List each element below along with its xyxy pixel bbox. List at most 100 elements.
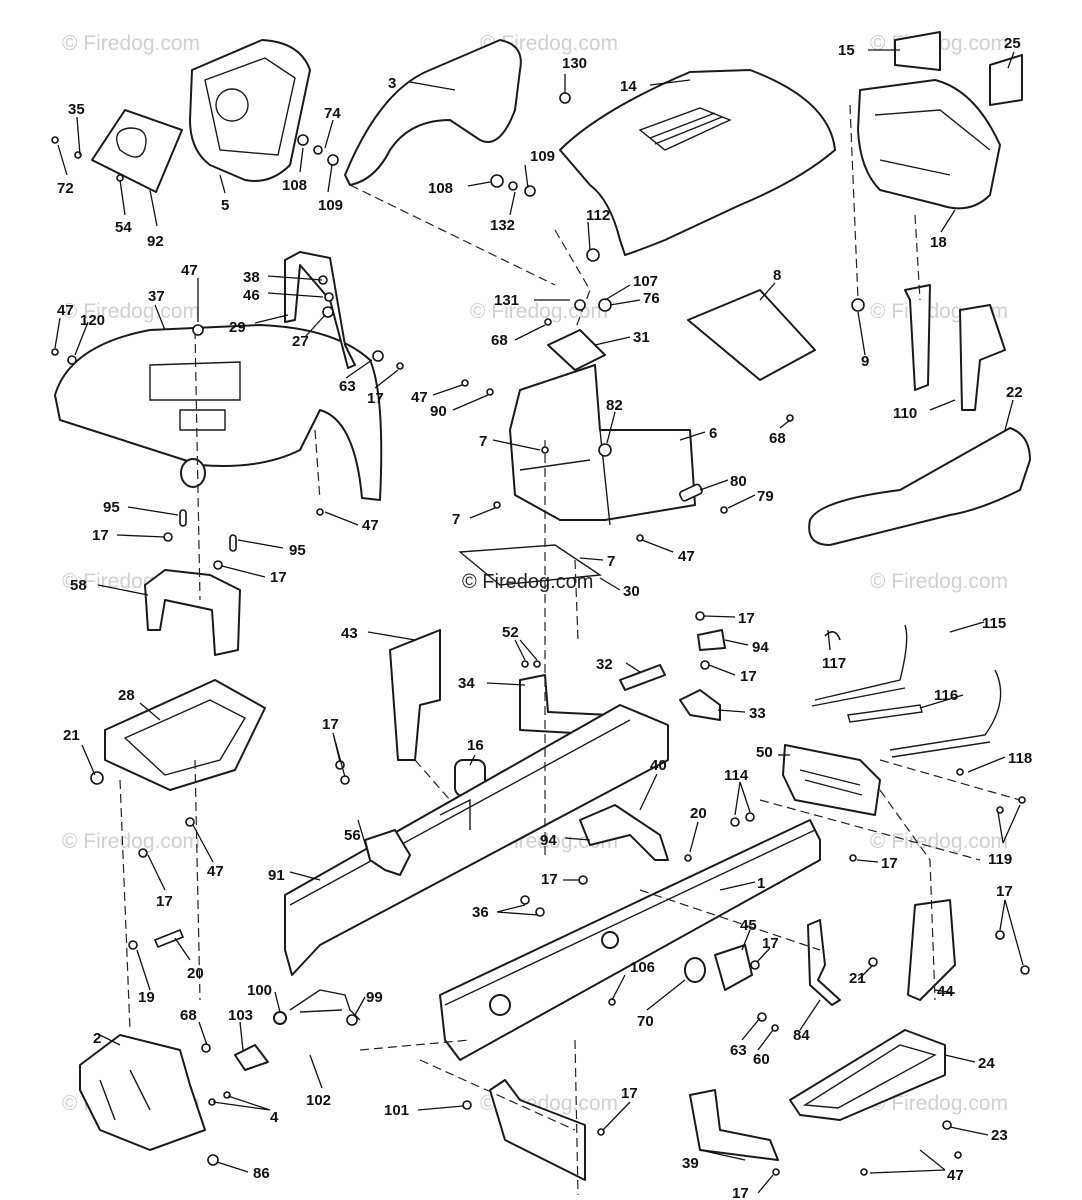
leader — [147, 854, 166, 891]
callout: 7 — [607, 553, 615, 570]
washer — [524, 185, 536, 197]
callout: 120 — [80, 312, 105, 329]
washer — [486, 388, 494, 396]
callout: 24 — [978, 1055, 995, 1072]
grille-housing-detail — [874, 109, 991, 176]
screw — [541, 446, 549, 454]
leader — [929, 399, 956, 411]
bolt — [340, 775, 350, 785]
callout: 106 — [630, 959, 655, 976]
watermark: © Firedog.com — [470, 300, 608, 323]
callout: 116 — [934, 687, 958, 704]
leader — [289, 871, 321, 881]
callout: 70 — [637, 1013, 654, 1030]
bolt — [533, 660, 541, 668]
leader — [611, 974, 626, 1001]
plate-92-cutout — [116, 127, 147, 158]
watermark: © Firedog.com — [62, 32, 200, 55]
washer — [67, 355, 77, 365]
screw — [786, 414, 794, 422]
assembly-line — [359, 1039, 471, 1051]
hood-side-panel — [344, 39, 522, 186]
callout: 7 — [452, 511, 460, 528]
front-axle-plate — [782, 744, 881, 816]
callout: 38 — [243, 269, 260, 286]
leader — [641, 539, 674, 553]
screw — [1018, 796, 1026, 804]
callout: 112 — [586, 207, 610, 224]
leader — [76, 116, 81, 156]
callout: 47 — [678, 548, 695, 565]
callout: 37 — [148, 288, 165, 305]
frame-hole — [601, 931, 619, 949]
leader — [649, 79, 691, 86]
mount-plate — [687, 289, 816, 381]
screw — [684, 854, 692, 862]
bolt — [521, 660, 529, 668]
callout: 16 — [467, 737, 484, 754]
bolt — [1020, 965, 1030, 975]
callout: 130 — [562, 55, 587, 72]
bracket-103 — [234, 1044, 269, 1071]
screw — [51, 348, 59, 356]
seat-support-bracket — [284, 251, 356, 369]
bolt — [185, 817, 195, 827]
leader — [309, 1054, 323, 1089]
callout: 114 — [724, 767, 749, 784]
callout: 95 — [289, 542, 306, 559]
callout: 50 — [756, 744, 773, 761]
hood — [559, 69, 836, 256]
screw — [223, 1091, 231, 1099]
hitch-ring — [684, 957, 706, 983]
leader — [174, 937, 191, 961]
callout: 46 — [243, 287, 260, 304]
callout: 23 — [991, 1127, 1008, 1144]
frame-rail-left-flange — [289, 719, 631, 906]
callout: 17 — [367, 390, 384, 407]
hood-grille — [638, 107, 732, 151]
callout: 27 — [292, 333, 309, 350]
callout: 17 — [322, 716, 339, 733]
leader — [604, 284, 631, 301]
bracket-40 — [579, 804, 669, 861]
bolt — [700, 660, 710, 670]
assembly-line — [639, 889, 821, 951]
screw — [461, 379, 469, 387]
callout: 92 — [147, 233, 164, 250]
callout: 28 — [118, 687, 135, 704]
bolt — [462, 1100, 472, 1110]
callout: 8 — [773, 267, 781, 284]
watermarks: © Firedog.com © Firedog.com © Firedog.co… — [62, 32, 1008, 1115]
leader — [757, 1029, 774, 1051]
bolt — [745, 812, 755, 822]
screen-25 — [989, 54, 1023, 106]
leader — [219, 174, 226, 194]
bolt — [313, 145, 323, 155]
callout: 79 — [757, 488, 774, 505]
callout: 33 — [749, 705, 766, 722]
callout: 47 — [57, 302, 74, 319]
leader — [149, 189, 158, 227]
leader — [332, 732, 346, 778]
callout: 84 — [793, 1027, 810, 1044]
leader — [741, 929, 751, 951]
leader — [699, 1149, 746, 1161]
callout: 86 — [253, 1165, 270, 1182]
callout: 9 — [861, 353, 869, 370]
bracket-44 — [907, 899, 956, 1001]
callout: 119 — [988, 851, 1012, 868]
bracket-31 — [547, 329, 606, 371]
leader — [919, 694, 964, 709]
callout: 32 — [596, 656, 613, 673]
callout: 68 — [180, 1007, 197, 1024]
callout: 100 — [247, 982, 272, 999]
leader — [267, 275, 323, 281]
leader — [856, 859, 879, 863]
leader — [997, 804, 1021, 844]
bolt — [213, 560, 223, 570]
callout: 15 — [838, 42, 855, 59]
assembly-line — [194, 329, 201, 601]
leader — [304, 314, 326, 338]
callout: 18 — [930, 234, 947, 251]
leader — [827, 629, 831, 651]
